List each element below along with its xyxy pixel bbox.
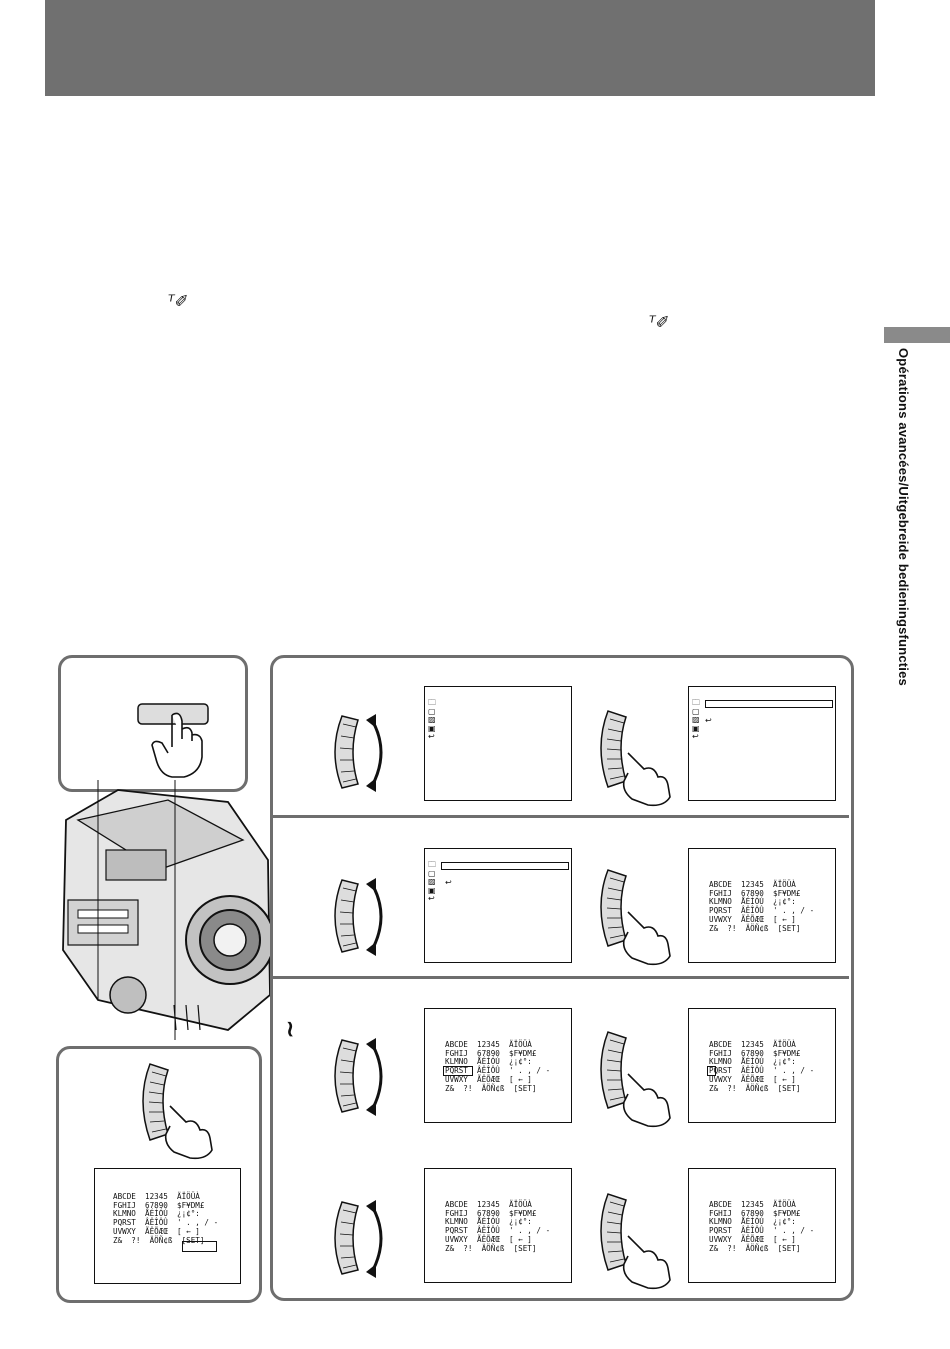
dial-rotate-icon-3 — [334, 1038, 383, 1116]
menu-icon-list: 🗀▢▨▣↩ — [428, 860, 436, 904]
title-pen-icon: ᵀ✐ — [168, 292, 189, 312]
dial-press-icon-1 — [600, 710, 671, 807]
return-icon: ↩ — [705, 716, 712, 725]
screen-char-grid-2: ABCDE 12345 ÄÏÖÜÀ FGHIJ 67890 $F¥DM£ KLM… — [424, 1008, 572, 1123]
header-bar — [45, 0, 875, 96]
screen-char-grid-4: ABCDE 12345 ÄÏÖÜÀ FGHIJ 67890 $F¥DM£ KLM… — [424, 1168, 572, 1283]
finger-press-button-icon — [137, 703, 209, 778]
dial-rotate-icon-2 — [334, 878, 383, 956]
char-grid: ABCDE 12345 ÄÏÖÜÀ FGHIJ 67890 $F¥DM£ KLM… — [709, 1200, 815, 1253]
char-grid: ABCDE 12345 ÄÏÖÜÀ FGHIJ 67890 $F¥DM£ KLM… — [709, 880, 815, 933]
menu-icon-list: 🗀▢▨▣↩ — [428, 698, 436, 742]
camcorder-illustration — [62, 780, 275, 1040]
screen-char-grid-1: ABCDE 12345 ÄÏÖÜÀ FGHIJ 67890 $F¥DM£ KLM… — [688, 848, 836, 963]
dial-press-icon-3 — [600, 1031, 671, 1128]
dial-rotate-icon-4 — [334, 1200, 383, 1278]
dial-rotate-icon-1 — [334, 714, 383, 792]
return-icon: ↩ — [445, 878, 452, 887]
screen-char-grid-5: ABCDE 12345 ÄÏÖÜÀ FGHIJ 67890 $F¥DM£ KLM… — [688, 1168, 836, 1283]
screen-menu-2: 🗀▢▨▣↩ ↩ — [688, 686, 836, 801]
side-tab-text: Opérations avancées/Uitgebreide bedienin… — [896, 348, 911, 686]
char-grid: ABCDE 12345 ÄÏÖÜÀ FGHIJ 67890 $F¥DM£ KLM… — [445, 1200, 551, 1253]
step-divider-2 — [272, 976, 849, 979]
dial-press-icon-2 — [600, 869, 671, 966]
char-grid: ABCDE 12345 ÄÏÖÜÀ FGHIJ 67890 $F¥DM£ KLM… — [113, 1192, 219, 1245]
menu-highlight-bar — [705, 700, 833, 708]
menu-highlight-bar — [441, 862, 569, 870]
screen-menu-3: 🗀▢▨▣↩ ↩ — [424, 848, 572, 963]
approx-mark: ≀ — [286, 1016, 295, 1042]
screen-char-grid-3: ABCDE 12345 ÄÏÖÜÀ FGHIJ 67890 $F¥DM£ KLM… — [688, 1008, 836, 1123]
dial-press-icon-4 — [600, 1193, 671, 1290]
dial-press-icon — [142, 1063, 213, 1160]
screen-menu-1: 🗀▢▨▣↩ — [424, 686, 572, 801]
char-grid: ABCDE 12345 ÄÏÖÜÀ FGHIJ 67890 $F¥DM£ KLM… — [709, 1040, 815, 1093]
menu-icon-list: 🗀▢▨▣↩ — [692, 698, 700, 742]
step-divider-1 — [272, 815, 849, 818]
title-pen-icon-right: ᵀ✐ — [649, 313, 670, 333]
char-grid: ABCDE 12345 ÄÏÖÜÀ FGHIJ 67890 $F¥DM£ KLM… — [445, 1040, 551, 1093]
screen-set-highlight: ABCDE 12345 ÄÏÖÜÀ FGHIJ 67890 $F¥DM£ KLM… — [94, 1168, 241, 1284]
side-tab-marker — [884, 327, 950, 343]
